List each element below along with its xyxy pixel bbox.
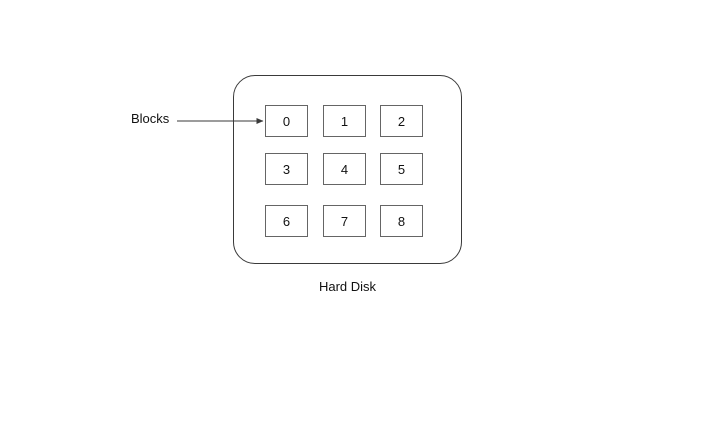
hard-disk-caption: Hard Disk (318, 279, 377, 294)
disk-block-label: 5 (397, 161, 406, 177)
disk-block-label: 4 (340, 161, 349, 177)
disk-block-8[interactable]: 8 (380, 205, 423, 237)
disk-block-label: 8 (397, 213, 406, 229)
disk-block-7[interactable]: 7 (323, 205, 366, 237)
disk-block-label: 1 (340, 113, 349, 129)
disk-block-label: 2 (397, 113, 406, 129)
blocks-callout-label: Blocks (131, 111, 170, 126)
disk-block-0[interactable]: 0 (265, 105, 308, 137)
disk-block-3[interactable]: 3 (265, 153, 308, 185)
disk-block-4[interactable]: 4 (323, 153, 366, 185)
disk-block-label: 7 (340, 213, 349, 229)
disk-block-label: 3 (282, 161, 291, 177)
disk-block-2[interactable]: 2 (380, 105, 423, 137)
disk-block-6[interactable]: 6 (265, 205, 308, 237)
disk-block-5[interactable]: 5 (380, 153, 423, 185)
disk-block-label: 6 (282, 213, 291, 229)
disk-block-1[interactable]: 1 (323, 105, 366, 137)
disk-block-label: 0 (282, 113, 291, 129)
